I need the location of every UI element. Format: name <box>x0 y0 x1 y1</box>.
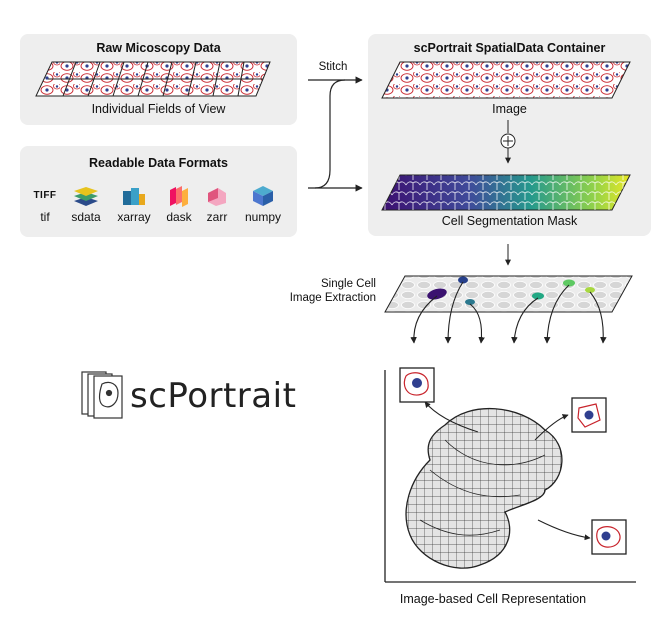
numpy-cube-icon <box>253 186 273 206</box>
scportrait-logo-text: scPortrait <box>130 376 297 416</box>
extraction-label-line2: Image Extraction <box>289 292 376 304</box>
extraction-arrows <box>410 281 607 344</box>
format-label-xarray: xarray <box>117 210 151 224</box>
format-tif: TIFF tif <box>28 185 62 224</box>
stitched-image-plane <box>381 61 631 99</box>
cell-thumbnail-2 <box>571 397 607 433</box>
raw-microscopy-title: Raw Micoscopy Data <box>96 41 221 55</box>
scportrait-logo-mark <box>81 371 123 419</box>
tiff-icon: TIFF <box>33 190 57 201</box>
sdata-layers-icon <box>74 187 98 206</box>
mask-label: Cell Segmentation Mask <box>441 214 578 228</box>
image-label: Image <box>492 102 527 116</box>
readable-formats-title: Readable Data Formats <box>89 156 228 170</box>
extraction-label-line1: Single Cell <box>321 278 376 290</box>
format-zarr: zarr <box>200 185 234 224</box>
zarr-icon <box>208 188 226 206</box>
fields-of-view-caption: Individual Fields of View <box>91 102 226 116</box>
single-cell-extraction-plane <box>384 275 633 313</box>
format-label-dask: dask <box>166 210 192 224</box>
format-label-numpy: numpy <box>244 210 282 224</box>
format-label-tif: tif <box>40 210 50 224</box>
format-label-sdata: sdata <box>71 210 101 224</box>
thumbnail-connectors <box>424 401 591 541</box>
stitch-connector <box>308 76 363 192</box>
combine-connector <box>500 120 516 164</box>
readable-formats-panel <box>20 146 297 237</box>
cell-thumbnail-1 <box>399 367 435 403</box>
dask-icon <box>170 186 188 207</box>
format-dask: dask <box>162 185 196 224</box>
representation-axes <box>384 370 636 583</box>
cell-thumbnail-3 <box>591 519 627 555</box>
format-numpy: numpy <box>240 185 286 224</box>
format-label-zarr: zarr <box>206 210 228 224</box>
container-title: scPortrait SpatialData Container <box>413 41 606 55</box>
stitch-label: Stitch <box>318 61 348 73</box>
segmentation-mask-plane <box>381 174 631 211</box>
representation-label: Image-based Cell Representation <box>399 592 587 606</box>
xarray-cubes-icon <box>123 188 145 205</box>
format-xarray: xarray <box>112 185 156 224</box>
format-sdata: sdata <box>66 185 106 224</box>
cell-representation-surface <box>405 407 563 569</box>
fields-of-view-tiles <box>35 61 271 97</box>
